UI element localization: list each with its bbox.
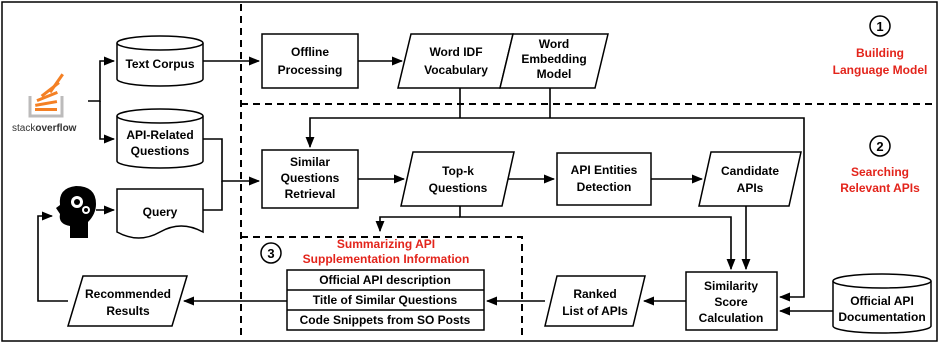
- stage-3-label: 3 Summarizing API Supplementation Inform…: [260, 237, 470, 266]
- edge-models-to-retrieval: [305, 117, 550, 149]
- embedding-label-3: Model: [537, 67, 572, 81]
- api-entities-node: API Entities Detection: [556, 152, 652, 206]
- edge-logo-to-questions: [99, 101, 116, 144]
- offline-label-2: Processing: [278, 63, 343, 77]
- stackoverflow-icon: [28, 73, 64, 118]
- api-questions-label-1: API-Related: [126, 128, 193, 142]
- summary-row-3: Code Snippets from SO Posts: [300, 313, 471, 327]
- stackoverflow-wordmark: stackoverflow: [12, 123, 77, 134]
- ranked-label-2: List of APIs: [562, 304, 628, 318]
- edge-topk-to-similarity: [459, 206, 736, 271]
- ranked-list-node: Ranked List of APIs: [544, 275, 646, 327]
- summary-row-1: Official API description: [319, 273, 451, 287]
- stage-2-number: 2: [876, 139, 883, 154]
- similarity-score-node: Similarity Score Calculation: [685, 271, 778, 331]
- stage-2-title-1: Searching: [851, 165, 909, 179]
- official-doc-store: Official API Documentation: [832, 273, 932, 334]
- similar-label-1: Similar: [290, 155, 330, 169]
- edge-models-to-similarity: [550, 117, 805, 302]
- stage-3-badge: [260, 242, 282, 264]
- recommended-label-1: Recommended: [85, 287, 171, 301]
- text-corpus-label: Text Corpus: [125, 57, 194, 71]
- edge-logo-to-corpus: [88, 56, 116, 102]
- idf-label-1: Word IDF: [429, 45, 482, 59]
- similar-questions-node: Similar Questions Retrieval: [261, 149, 359, 209]
- official-doc-label-2: Documentation: [838, 310, 925, 324]
- stage-3-number: 3: [267, 246, 274, 261]
- stackoverflow-logo: stackoverflow: [12, 73, 77, 134]
- edge-questions-to-retrieval: [203, 138, 261, 186]
- connectors: [37, 56, 833, 316]
- api-questions-store: API-Related Questions: [116, 108, 204, 169]
- topk-questions-node: Top-k Questions: [400, 151, 515, 207]
- similar-label-2: Questions: [281, 171, 340, 185]
- offline-label-1: Offline: [291, 45, 329, 59]
- official-doc-label-1: Official API: [850, 294, 914, 308]
- similar-label-3: Retrieval: [285, 187, 336, 201]
- stage-2-title-2: Relevant APIs: [840, 181, 920, 195]
- api-questions-label-2: Questions: [131, 144, 190, 158]
- edge-query-to-retrieval: [203, 181, 223, 211]
- summary-row-2: Title of Similar Questions: [313, 293, 458, 307]
- edge-recommended-to-user: [37, 211, 68, 302]
- stage-2-label: 2 Searching Relevant APIs: [840, 135, 920, 195]
- stage-3-title-2: Supplementation Information: [303, 252, 470, 266]
- idf-label-2: Vocabulary: [424, 63, 488, 77]
- similarity-label-1: Similarity: [704, 279, 758, 293]
- text-corpus-store: Text Corpus: [116, 35, 204, 87]
- summary-table: Official API description Title of Simila…: [286, 269, 485, 331]
- stage-2-badge: [869, 135, 891, 157]
- offline-processing-node: Offline Processing: [261, 33, 359, 89]
- stage-1-title-1: Building: [856, 46, 904, 60]
- stage-1-label: 1 Building Language Model: [833, 15, 928, 77]
- candidate-label-2: APIs: [737, 181, 764, 195]
- topk-label-1: Top-k: [442, 164, 474, 178]
- stage-1-title-2: Language Model: [833, 63, 928, 77]
- query-label: Query: [143, 205, 178, 219]
- stage-1-badge: [869, 15, 891, 37]
- entities-label-2: Detection: [577, 180, 632, 194]
- embedding-label-2: Embedding: [521, 52, 586, 66]
- stage-dividers: [240, 4, 937, 339]
- word-idf-node: Word IDF Vocabulary: [397, 33, 514, 89]
- similarity-label-2: Score: [714, 295, 748, 309]
- edge-topk-to-summary: [375, 216, 460, 233]
- stage-3-title-1: Summarizing API: [337, 237, 435, 251]
- candidate-label-1: Candidate: [721, 164, 779, 178]
- embedding-label-1: Word: [539, 37, 569, 51]
- recommended-label-2: Results: [106, 304, 150, 318]
- user-thinking-icon: [56, 186, 96, 238]
- word-embedding-node: Word Embedding Model: [499, 33, 609, 89]
- entities-label-1: API Entities: [571, 163, 638, 177]
- candidate-apis-node: Candidate APIs: [698, 151, 802, 207]
- stage-1-number: 1: [876, 19, 883, 34]
- query-node: Query: [116, 188, 204, 239]
- recommended-results-node: Recommended Results: [66, 275, 189, 327]
- ranked-label-1: Ranked: [573, 287, 616, 301]
- similarity-label-3: Calculation: [699, 311, 764, 325]
- topk-label-2: Questions: [429, 181, 488, 195]
